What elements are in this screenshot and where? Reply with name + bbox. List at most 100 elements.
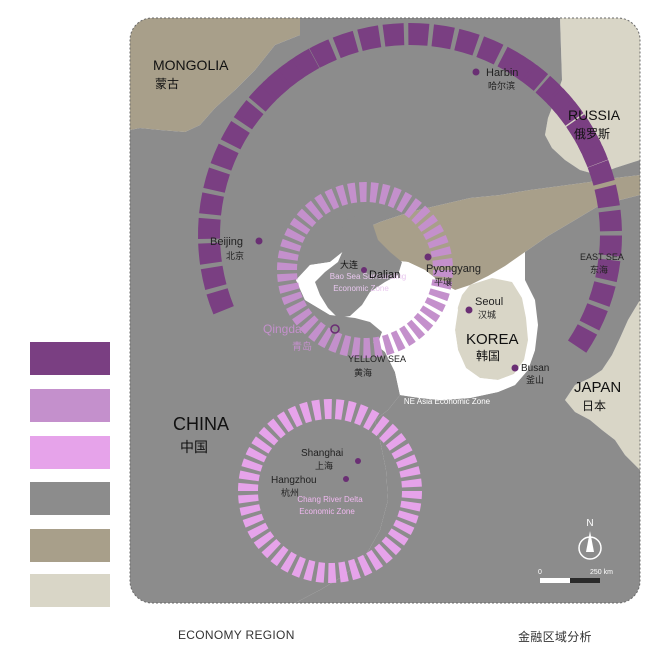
city-label-zh: 平壤 — [434, 276, 452, 287]
ring-segment — [287, 405, 303, 428]
ring-segment — [267, 418, 286, 439]
ring-segment — [335, 184, 348, 206]
city-marker — [330, 324, 340, 334]
ring-segment — [454, 28, 480, 56]
ring-segment — [292, 308, 313, 326]
ring-segment — [557, 101, 584, 126]
ring-segment — [357, 25, 382, 51]
ring-segment — [587, 159, 615, 186]
ring-segment — [423, 224, 444, 240]
zone-label-chang-line2: Economic Zone — [299, 507, 355, 516]
ring-segment — [567, 324, 598, 353]
legend-swatch-bao-sea — [30, 389, 110, 422]
ring-segment — [374, 543, 393, 564]
city-marker — [255, 237, 263, 245]
country-label-china-zh: 中国 — [180, 439, 208, 455]
city-dalian: Dalian 大连 — [340, 259, 400, 281]
ring-segment — [588, 281, 616, 307]
city-label-zh: 大连 — [340, 259, 358, 270]
city-label-zh: 杭州 — [281, 487, 299, 498]
ring-segment — [599, 235, 622, 257]
ring-segment — [351, 337, 361, 358]
ring-segment — [387, 187, 402, 209]
city-label-zh: 哈尔滨 — [488, 80, 515, 91]
zone-label-ne-asia: NE Asia Economic Zone — [404, 397, 491, 406]
country-label-china: CHINA — [173, 414, 229, 434]
land-mongolia — [130, 18, 300, 132]
ring-segment — [258, 426, 279, 446]
ring-segment — [304, 200, 324, 221]
ring-segment — [281, 291, 303, 306]
ring-segment — [424, 297, 446, 313]
ring-segment — [251, 436, 273, 454]
zone-label-chang-line1: Chang River Delta — [297, 495, 363, 504]
ring-segment — [299, 401, 312, 424]
ring-segment — [247, 522, 269, 539]
city-beijing: Beijing 北京 — [210, 236, 263, 261]
ring-segment — [535, 76, 561, 102]
north-label: N — [586, 518, 593, 529]
legend-swatch-tan — [30, 529, 110, 562]
city-label: Seoul — [475, 296, 503, 308]
ring-segment — [245, 447, 267, 463]
ring-segment — [406, 319, 426, 340]
sea-label-yellow-zh: 黄海 — [354, 367, 372, 378]
ring-segment — [200, 265, 227, 290]
sea-label-yellow: YELLOW SEA — [348, 354, 406, 364]
city-marker — [361, 267, 367, 273]
ring-segment — [401, 491, 422, 500]
ring-segment — [324, 188, 340, 210]
ring-segment — [427, 234, 449, 249]
country-label-mongolia-zh: 蒙古 — [155, 76, 179, 91]
ring-segment — [348, 558, 361, 581]
ring-segment — [404, 198, 422, 219]
ring-segment — [344, 400, 357, 423]
ring-segment — [382, 23, 405, 47]
ring-segment — [428, 288, 450, 302]
legend-swatch-beige — [30, 574, 110, 607]
country-label-japan: JAPAN — [574, 379, 621, 396]
ring-segment — [236, 100, 264, 127]
ring-segment — [413, 312, 434, 332]
city-pyongyang: Pyongyang 平壤 — [424, 253, 481, 287]
ring-segment — [430, 246, 452, 258]
city-marker — [511, 364, 519, 372]
zone-label-bao-line2: Economic Zone — [333, 284, 389, 293]
ring-segment — [598, 209, 622, 232]
ring-segment — [291, 556, 306, 578]
country-label-mongolia: MONGOLIA — [153, 57, 229, 73]
ring-segment — [317, 327, 334, 349]
ring-segment — [284, 227, 306, 243]
city-label-zh: 釜山 — [526, 374, 544, 385]
legend-swatch-chang-river — [30, 436, 110, 469]
ring-segment — [241, 458, 263, 472]
ring-segment — [431, 24, 455, 50]
ring-segment — [363, 337, 372, 358]
ring-segment — [294, 48, 320, 76]
ring-segment — [198, 217, 221, 240]
city-label: Pyongyang — [426, 263, 481, 275]
ring-segment — [523, 65, 549, 91]
city-label: Beijing — [210, 236, 243, 248]
ring-segment — [369, 182, 379, 203]
ring-segment — [411, 205, 431, 225]
ring-segment — [278, 282, 300, 294]
ring-segment — [238, 482, 259, 491]
ring-segment — [276, 411, 294, 433]
city-marker — [472, 68, 480, 76]
scale-bar: 0 250 km — [538, 569, 613, 583]
ring-segment — [238, 494, 259, 504]
ring-segment — [393, 519, 415, 535]
ring-segment — [401, 478, 422, 488]
zone-ne-asia-ring — [198, 23, 622, 353]
ring-segment — [391, 443, 413, 460]
city-label: Shanghai — [301, 448, 343, 459]
land-north-korea — [345, 175, 640, 290]
ring-segment — [419, 305, 441, 323]
legend-swatch-grey — [30, 482, 110, 515]
ring-segment — [312, 39, 336, 67]
ring-segment — [510, 55, 535, 82]
city-label: Busan — [521, 363, 549, 374]
